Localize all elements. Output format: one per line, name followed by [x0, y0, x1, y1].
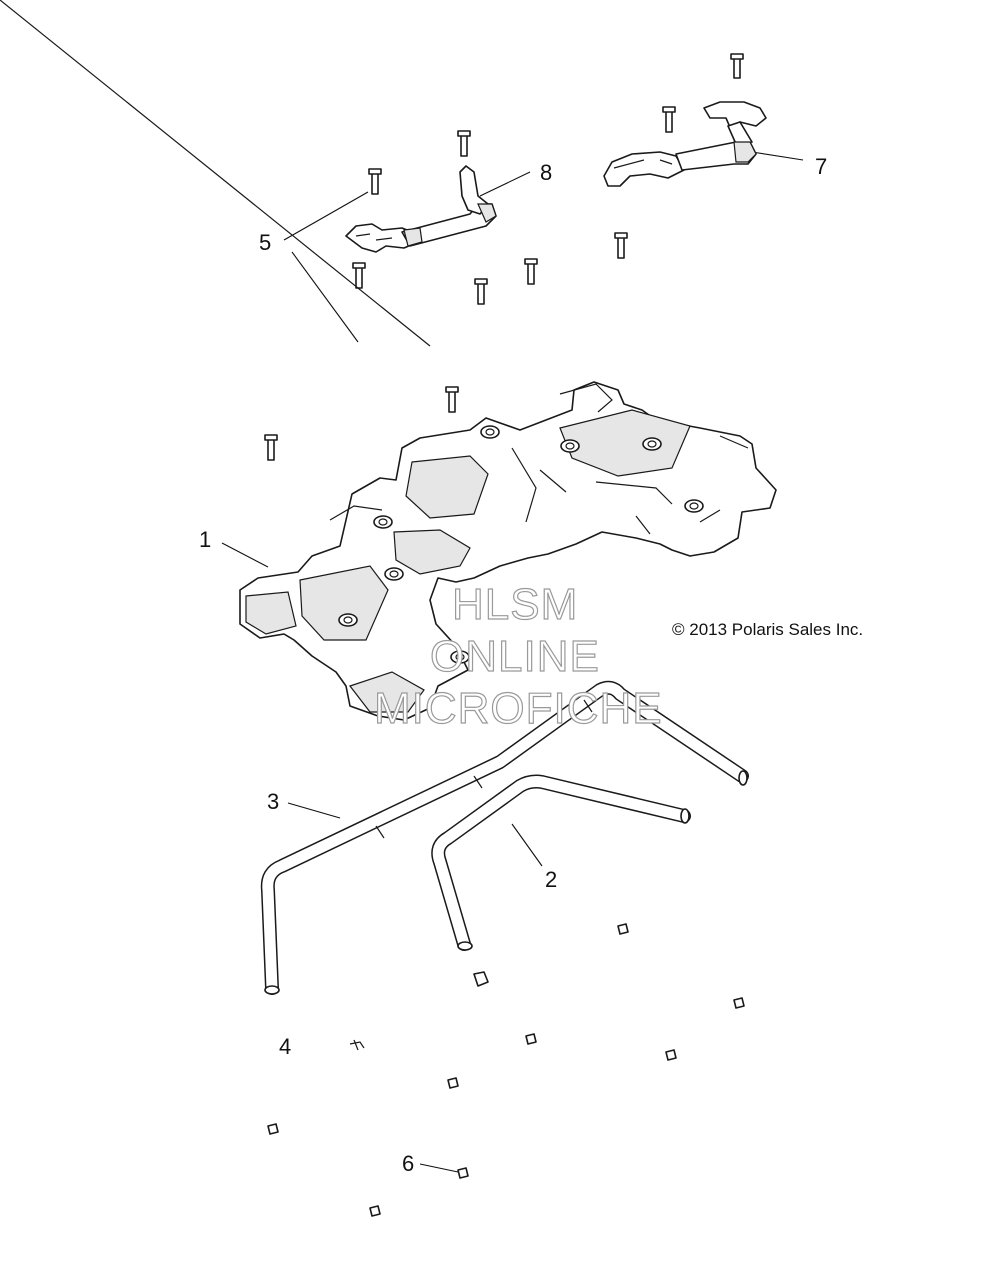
callout-7: 7 [815, 154, 828, 179]
bolt [368, 168, 382, 195]
nut [617, 923, 629, 935]
clip [349, 1039, 365, 1051]
callout-4: 4 [279, 1034, 292, 1059]
callout-6: 6 [402, 1151, 415, 1176]
nut [665, 1049, 677, 1061]
clip [473, 971, 489, 987]
bolt [457, 130, 471, 157]
nut [525, 1033, 537, 1045]
nut [733, 997, 745, 1009]
watermark-line-3: MICROFICHE [373, 683, 663, 733]
mount-holes [338, 425, 704, 664]
bolt [730, 53, 744, 79]
leader-lines [221, 151, 804, 1173]
nut [369, 1205, 381, 1217]
bolt [264, 434, 278, 461]
callout-2: 2 [545, 867, 558, 892]
bolt [474, 278, 488, 305]
rack-bracket-item-7 [603, 101, 767, 187]
bolt [524, 258, 538, 285]
watermark-line-2: ONLINE [429, 631, 600, 681]
callout-8: 8 [540, 160, 553, 185]
callout-3: 3 [267, 789, 280, 814]
rack-frame-item-1 [0, 0, 777, 721]
copyright-notice: © 2013 Polaris Sales Inc. [672, 620, 864, 639]
callout-5: 5 [259, 230, 272, 255]
fastener-group-items-4-6 [267, 923, 745, 1217]
nut [457, 1167, 469, 1179]
callout-1: 1 [199, 527, 212, 552]
bolt [445, 386, 459, 413]
rail-tube-item-2 [431, 774, 691, 951]
rack-bracket-item-8 [345, 165, 497, 253]
rail-tube-item-3 [260, 680, 749, 995]
watermark-line-1: HLSM [451, 579, 579, 629]
nut [447, 1077, 459, 1089]
bolt [352, 262, 366, 289]
bolt-group-item-5 [264, 53, 744, 461]
nut [267, 1123, 279, 1135]
bolt [614, 232, 628, 259]
bolt [662, 106, 676, 133]
